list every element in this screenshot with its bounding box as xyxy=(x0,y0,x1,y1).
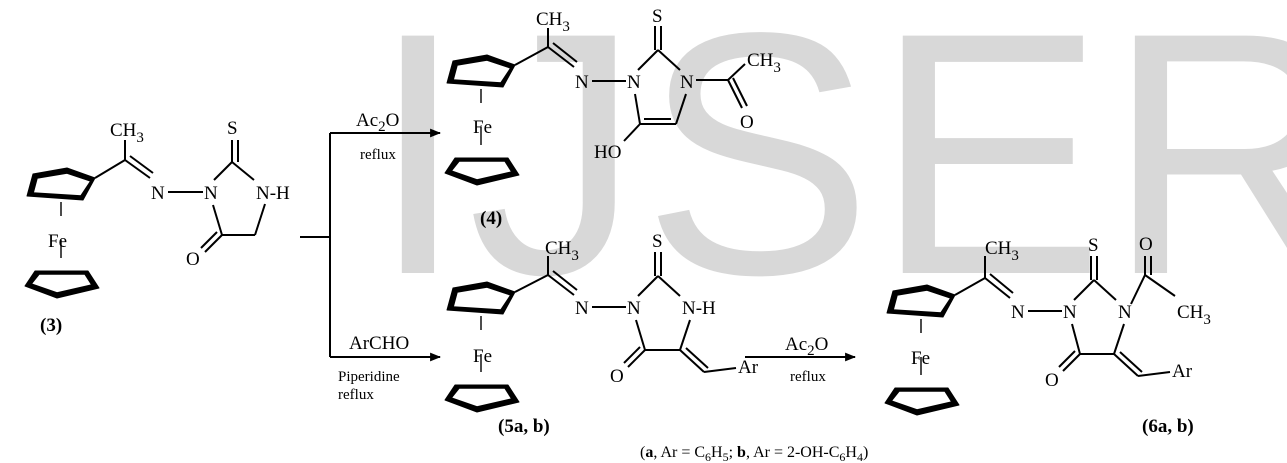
ho-label: HO xyxy=(594,142,621,163)
compound-6-label: (6a, b) xyxy=(1142,416,1194,437)
o-label: O xyxy=(1139,234,1153,255)
o-label: O xyxy=(186,249,200,270)
ch3-label: CH3 xyxy=(1177,302,1211,328)
s-label: S xyxy=(1088,235,1099,256)
ch3-label: CH3 xyxy=(747,50,781,76)
reagent-ac2o: Ac2O xyxy=(785,334,828,359)
condition-piperidine: Piperidine xyxy=(338,369,400,385)
ch3-label: CH3 xyxy=(545,238,579,264)
n-label: N xyxy=(1118,302,1132,323)
n-label: N xyxy=(575,72,589,93)
n-label: N xyxy=(627,298,641,319)
ar-label: Ar xyxy=(1172,361,1193,382)
compound-4: Fe CH3 N N S N HO O CH3 xyxy=(444,6,781,229)
reaction-arrows: Ac2O reflux ArCHO Piperidine reflux Ac2O… xyxy=(300,110,857,403)
n-label: N xyxy=(1063,302,1077,323)
o-label: O xyxy=(1045,370,1059,391)
reagent-ac2o: Ac2O xyxy=(356,110,399,135)
condition-reflux: reflux xyxy=(338,387,374,403)
fe-label: Fe xyxy=(48,231,67,252)
compound-6: Fe CH3 N N S N O Ar xyxy=(884,234,1211,437)
n-label: N xyxy=(575,298,589,319)
watermark: IJSER xyxy=(370,0,1287,347)
nh-label: N-H xyxy=(256,183,290,204)
footnote: (a, Ar = C6H5; b, Ar = 2-OH-C6H4) xyxy=(640,444,868,463)
s-label: S xyxy=(227,118,238,139)
o-label: O xyxy=(610,366,624,387)
condition-reflux: reflux xyxy=(360,147,396,163)
ch3-label: CH3 xyxy=(536,9,570,35)
n-label: N xyxy=(1011,302,1025,323)
s-label: S xyxy=(652,6,663,27)
s-label: S xyxy=(652,231,663,252)
o-label: O xyxy=(740,112,754,133)
compound-5: Fe CH3 N N S N-H O Ar (5a, b) xyxy=(444,231,759,437)
condition-reflux: reflux xyxy=(790,369,826,385)
compound-3: Fe CH3 N N S N-H O (3) xyxy=(24,118,290,336)
fe-label: Fe xyxy=(473,346,492,367)
ar-label: Ar xyxy=(738,357,759,378)
n-label: N xyxy=(627,72,641,93)
fe-label: Fe xyxy=(473,117,492,138)
n-label: N xyxy=(151,183,165,204)
reagent-archo: ArCHO xyxy=(349,333,409,354)
nh-label: N-H xyxy=(682,298,716,319)
n-label: N xyxy=(204,183,218,204)
compound-5-label: (5a, b) xyxy=(498,416,550,437)
fe-label: Fe xyxy=(911,348,930,369)
compound-4-label: (4) xyxy=(480,208,502,229)
ch3-label: CH3 xyxy=(985,238,1019,264)
ch3-label: CH3 xyxy=(110,120,144,146)
compound-3-label: (3) xyxy=(40,315,62,336)
n-label: N xyxy=(680,72,694,93)
